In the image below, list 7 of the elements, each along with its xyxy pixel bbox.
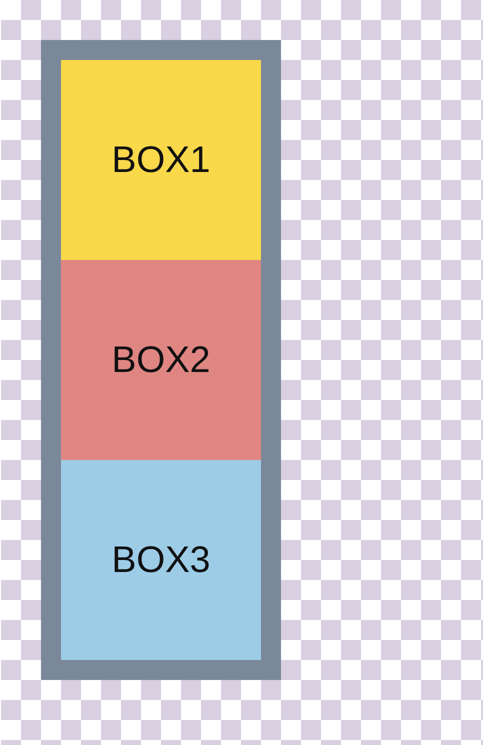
box-label: BOX1 (112, 139, 210, 181)
content-box (61, 260, 261, 460)
box-label: BOX2 (112, 339, 210, 381)
frame-container (41, 40, 281, 680)
content-box (61, 460, 261, 660)
content-box (61, 60, 261, 260)
box-label: BOX3 (112, 539, 210, 581)
